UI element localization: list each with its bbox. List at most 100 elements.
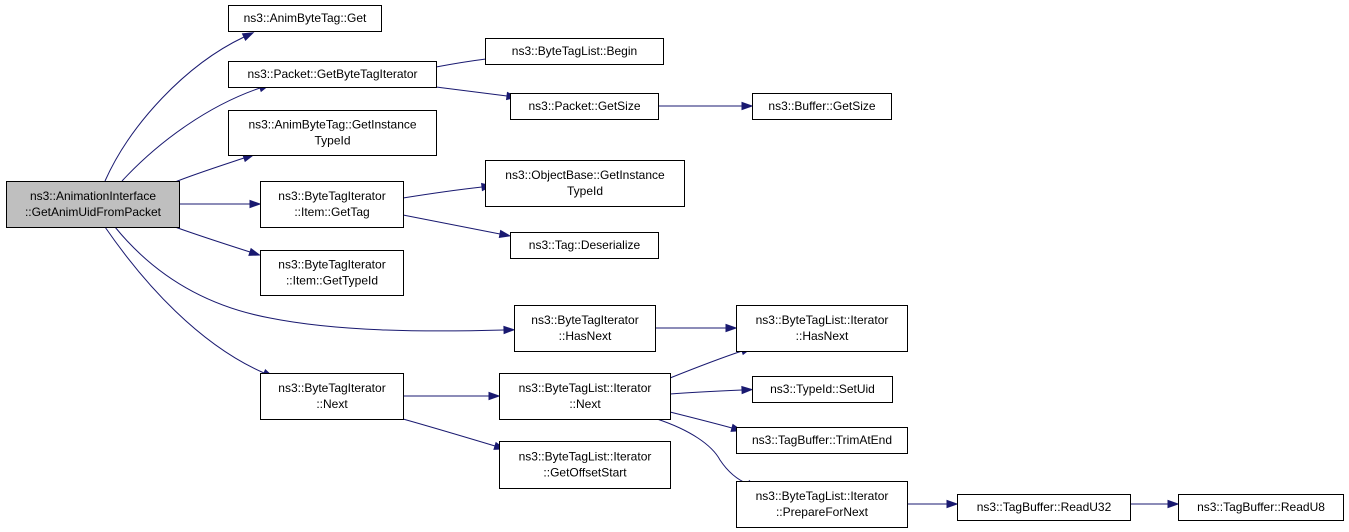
node-label: ns3::ByteTagIterator [531,313,638,327]
node-label: ::Next [569,397,601,411]
edge-arrowhead [741,385,754,395]
node-label: ns3::ByteTagList::Iterator [756,313,889,327]
node-bytetaglist-begin[interactable]: ns3::ByteTagList::Begin [485,38,664,65]
node-box[interactable] [752,376,893,403]
node-label: ns3::ByteTagIterator [278,381,385,395]
node-label: ns3::ByteTagList::Iterator [519,381,652,395]
edge-root-to-bytetagiterator-item-gettypeid [174,226,261,256]
edge-bytetaglist-iterator-next-to-typeid-setuid [669,385,754,395]
node-box[interactable] [510,232,659,259]
node-root[interactable]: ns3::AnimationInterface::GetAnimUidFromP… [6,181,180,228]
node-label: ns3::ObjectBase::GetInstance [505,168,665,182]
node-box[interactable] [1178,494,1344,521]
node-label: ns3::Tag::Deserialize [529,238,641,252]
node-box[interactable] [228,5,382,32]
node-animbytetag-get[interactable]: ns3::AnimByteTag::Get [228,5,382,32]
edge-line [174,226,251,253]
node-bytetaglist-iterator-preparefornext[interactable]: ns3::ByteTagList::Iterator::PrepareForNe… [736,481,908,528]
node-label: ns3::TypeId::SetUid [770,382,875,396]
edge-bytetaglist-iterator-preparefornext-to-tagbuffer-readu32 [907,499,959,509]
node-box[interactable] [736,305,908,352]
edge-bytetagiterator-next-to-bytetaglist-iterator-getoffsetstart [402,418,507,450]
node-tagbuffer-trimatend[interactable]: ns3::TagBuffer::TrimAtEnd [736,427,908,454]
edge-line [402,214,501,235]
node-label: ns3::TagBuffer::ReadU32 [977,500,1112,514]
node-packet-getbytetagiterator[interactable]: ns3::Packet::GetByteTagIterator [228,61,437,88]
edge-line [402,418,496,447]
node-box[interactable] [752,93,892,120]
node-bytetaglist-iterator-hasnext[interactable]: ns3::ByteTagList::Iterator::HasNext [736,305,908,352]
node-box[interactable] [514,305,656,352]
node-tag-deserialize[interactable]: ns3::Tag::Deserialize [510,232,659,259]
node-label: ns3::TagBuffer::TrimAtEnd [752,433,892,447]
edge-line [402,186,483,199]
node-bytetaglist-iterator-getoffsetstart[interactable]: ns3::ByteTagList::Iterator::GetOffsetSta… [499,441,671,489]
node-label: ns3::ByteTagList::Begin [512,44,637,58]
edge-arrowhead [488,391,501,401]
edge-root-to-animbytetag-getinstancetypeid [174,154,255,183]
edge-line [121,87,261,182]
edge-arrowhead [249,199,262,209]
node-bytetagiterator-next[interactable]: ns3::ByteTagIterator::Next [260,373,404,420]
node-label: ::Next [316,397,348,411]
edge-arrowhead [248,247,261,256]
node-box[interactable] [485,38,664,65]
node-bytetagiterator-item-gettag[interactable]: ns3::ByteTagIterator::Item::GetTag [260,181,404,228]
node-box[interactable] [499,441,671,489]
node-box[interactable] [736,481,908,528]
edge-bytetaglist-iterator-next-to-bytetaglist-iterator-hasnext [669,347,753,379]
edge-packet-getsize-to-buffer-getsize [658,101,754,111]
node-box[interactable] [260,181,404,228]
edge-root-to-bytetagiterator-next [104,226,275,378]
node-box[interactable] [957,494,1131,521]
edge-line [669,411,733,429]
edge-arrowhead [946,499,959,509]
node-label: ::PrepareForNext [776,505,869,519]
node-box[interactable] [260,250,404,296]
node-box[interactable] [510,93,659,120]
node-label: ns3::AnimationInterface [30,189,156,203]
node-label: TypeId [314,134,350,148]
node-tagbuffer-readu32[interactable]: ns3::TagBuffer::ReadU32 [957,494,1131,521]
node-label: ::Item::GetTag [294,205,369,219]
edge-packet-getbytetagiterator-to-packet-getsize [435,86,519,101]
edge-arrowhead [241,32,255,42]
edge-arrowhead [725,323,738,333]
node-buffer-getsize[interactable]: ns3::Buffer::GetSize [752,93,892,120]
node-label: TypeId [567,184,603,198]
node-bytetagiterator-item-gettypeid[interactable]: ns3::ByteTagIterator::Item::GetTypeId [260,250,404,296]
node-bytetagiterator-hasnext[interactable]: ns3::ByteTagIterator::HasNext [514,305,656,352]
edge-root-to-bytetagiterator-hasnext [114,226,516,335]
node-box[interactable] [499,373,671,420]
edge-arrowhead [498,229,512,239]
node-label: ns3::Packet::GetByteTagIterator [247,67,417,81]
edge-root-to-bytetagiterator-item-gettag [179,199,262,209]
node-box[interactable] [736,427,908,454]
edge-root-to-animbytetag-get [104,32,255,182]
edge-line [104,226,265,374]
node-box[interactable] [485,160,685,207]
node-typeid-setuid[interactable]: ns3::TypeId::SetUid [752,376,893,403]
edge-line [435,86,508,97]
node-box[interactable] [228,61,437,88]
node-label: ::HasNext [559,329,612,343]
node-packet-getsize[interactable]: ns3::Packet::GetSize [510,93,659,120]
edge-line [174,157,245,183]
node-bytetaglist-iterator-next[interactable]: ns3::ByteTagList::Iterator::Next [499,373,671,420]
edge-bytetagiterator-hasnext-to-bytetaglist-iterator-hasnext [655,323,738,333]
node-box[interactable] [228,110,437,156]
node-box[interactable] [6,181,180,228]
edge-line [114,226,505,332]
edge-line [104,36,245,182]
edge-bytetagiterator-item-gettag-to-tag-deserialize [402,214,512,239]
node-tagbuffer-readu8[interactable]: ns3::TagBuffer::ReadU8 [1178,494,1344,521]
edge-arrowhead [741,101,754,111]
edge-line [656,418,749,485]
node-box[interactable] [260,373,404,420]
edge-line [669,389,743,395]
node-label: ns3::ByteTagIterator [278,189,385,203]
node-label: ::Item::GetTypeId [286,274,378,288]
